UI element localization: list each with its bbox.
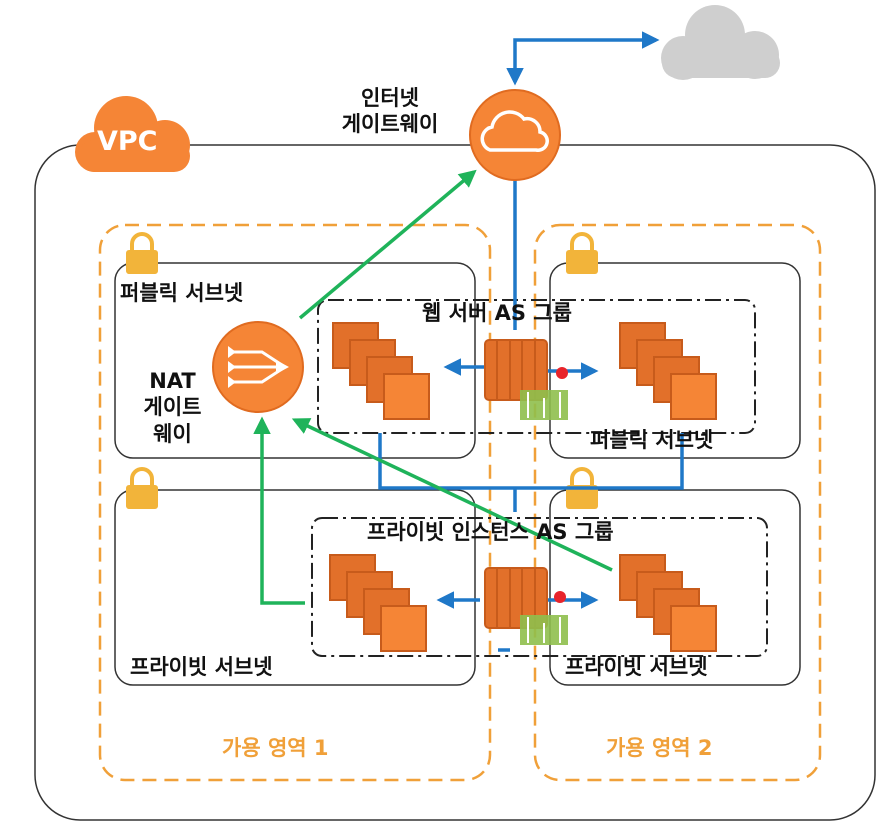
- vpc-cloud-icon: [75, 96, 190, 172]
- vpc-container: [34, 144, 876, 821]
- web-as-group-boundary: [317, 299, 756, 434]
- web-as-group-label: 웹 서버 AS 그룹: [422, 301, 572, 325]
- lock-icon: [566, 232, 598, 274]
- private-az2-to-nat-arrow: [291, 418, 613, 572]
- nat-to-igw-arrow: [298, 169, 477, 320]
- az1-private-subnet: [114, 489, 476, 686]
- az2-label: 가용 영역 2: [606, 736, 713, 760]
- nat-gateway-label: NAT 게이트 웨이: [130, 368, 215, 447]
- ec2-instance-stack-icon: [329, 554, 427, 652]
- az2-zone: [533, 223, 822, 782]
- az1-private-subnet-label: 프라이빗 서브넷: [130, 655, 273, 679]
- internet-gateway-label: 인터넷 게이트웨이: [315, 85, 465, 138]
- ec2-instance-stack-icon: [332, 322, 430, 420]
- lock-icon: [126, 232, 158, 274]
- nat-gateway-label-line3: 웨이: [153, 421, 192, 446]
- lock-icon: [566, 467, 598, 509]
- ec2-instance-stack-icon: [619, 322, 717, 420]
- az1-public-subnet-label: 퍼블릭 서브넷: [120, 281, 244, 305]
- az1-label: 가용 영역 1: [222, 736, 329, 760]
- vpc-label: VPC: [97, 126, 158, 157]
- auto-scaling-icon: [484, 567, 568, 645]
- nat-gateway-label-line2: 게이트: [143, 395, 202, 420]
- internet-gateway-label-line1: 인터넷: [361, 86, 419, 110]
- ec2-instance-stack-icon: [619, 554, 717, 652]
- auto-scaling-icon: [484, 339, 568, 420]
- az2-private-subnet-label: 프라이빗 서브넷: [565, 655, 708, 679]
- az2-public-subnet: [549, 262, 801, 459]
- lock-icon: [126, 467, 158, 509]
- az2-private-subnet: [549, 489, 801, 686]
- nat-gateway-label-line1: NAT: [149, 369, 196, 393]
- az1-public-subnet: [114, 262, 476, 459]
- private-as-group-boundary: [311, 517, 768, 657]
- private-as-group-label: 프라이빗 인스턴스 AS 그룹: [367, 520, 614, 544]
- internet-cloud-icon: [661, 5, 780, 80]
- az2-public-subnet-label: 퍼블릭 서브넷: [590, 428, 714, 452]
- private-to-nat-arrow: [253, 416, 305, 605]
- igw-to-cloud-arrow: [506, 31, 660, 86]
- internet-gateway-icon: [469, 89, 561, 181]
- internet-gateway-label-line2: 게이트웨이: [341, 112, 439, 137]
- nat-gateway-icon: [212, 321, 304, 413]
